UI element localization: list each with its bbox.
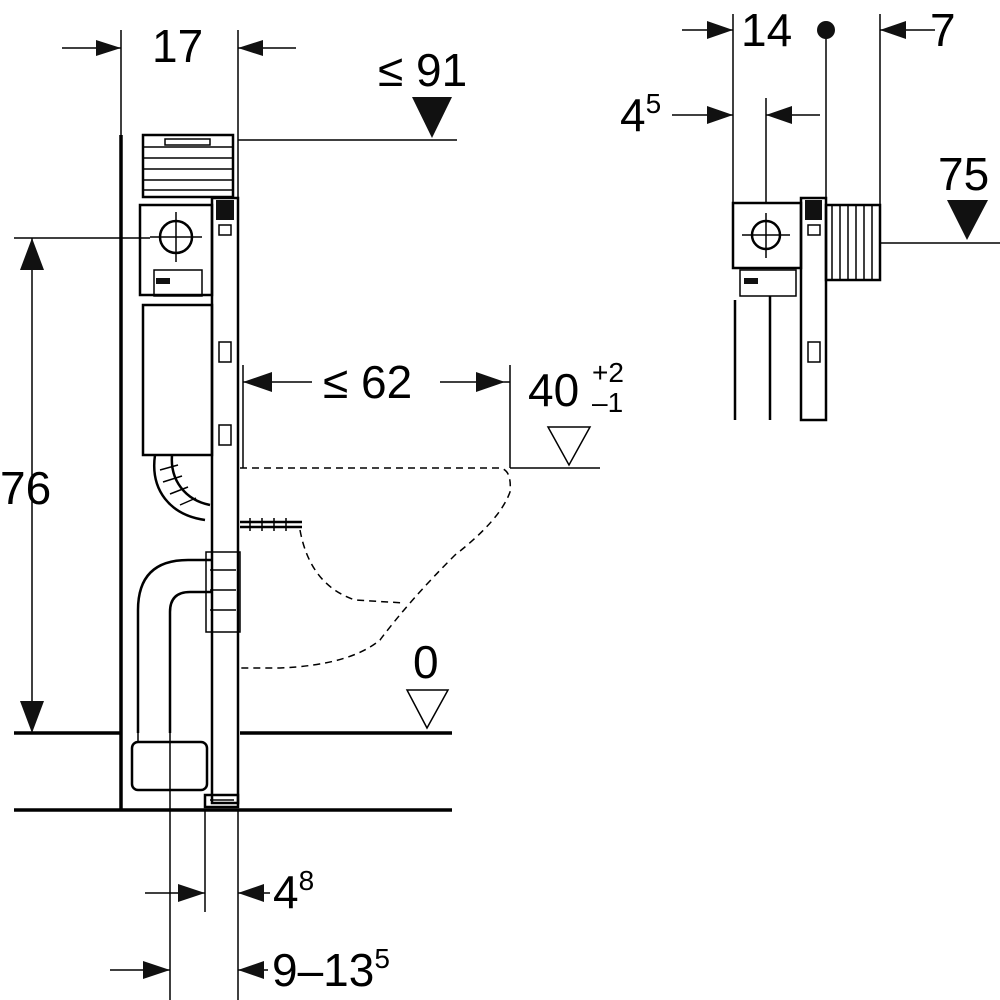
dim-9-13-label: 9–135	[272, 943, 390, 996]
dim-17-label: 17	[152, 20, 203, 72]
dim-40-label: 40	[528, 364, 579, 416]
dim-pipe-offset: 48	[145, 742, 314, 1000]
dim-75-label: 75	[938, 148, 989, 200]
dim-0-label: 0	[413, 636, 439, 688]
dim-top-height: ≤ 91	[238, 44, 467, 141]
dim-40-tol-plus: +2	[592, 357, 624, 388]
dim-floor-level: 0	[405, 636, 450, 730]
dim-7-label: 7	[930, 4, 956, 56]
dim-bowl-depth: ≤ 62	[242, 356, 511, 468]
wall-and-floor	[14, 135, 452, 812]
dim-4-5-label: 45	[620, 88, 661, 141]
flush-plate-box	[141, 133, 235, 199]
frame	[203, 196, 240, 809]
dim-foot-depth: 9–135	[110, 943, 390, 996]
dim-91-label: ≤ 91	[378, 44, 467, 96]
dim-40-tol-minus: –1	[592, 387, 623, 418]
side-view	[731, 196, 882, 422]
dim-height-left: 76	[0, 237, 150, 733]
dim-side-height: 75	[880, 148, 1000, 244]
dim-14-label: 14	[741, 4, 792, 56]
dim-side-inner: 45	[620, 88, 820, 203]
cistern	[138, 203, 214, 522]
dim-top-width: 17	[62, 20, 296, 198]
drain-pipe	[130, 551, 241, 792]
dim-side-width: 14	[682, 4, 835, 203]
wc-bowl-outline	[240, 467, 512, 669]
dim-4-8-label: 48	[273, 865, 314, 918]
dim-side-right: 7	[879, 4, 956, 205]
dim-62-label: ≤ 62	[323, 356, 412, 408]
dim-76-label: 76	[0, 462, 51, 514]
dim-seat-height: 40 +2 –1	[510, 357, 624, 469]
